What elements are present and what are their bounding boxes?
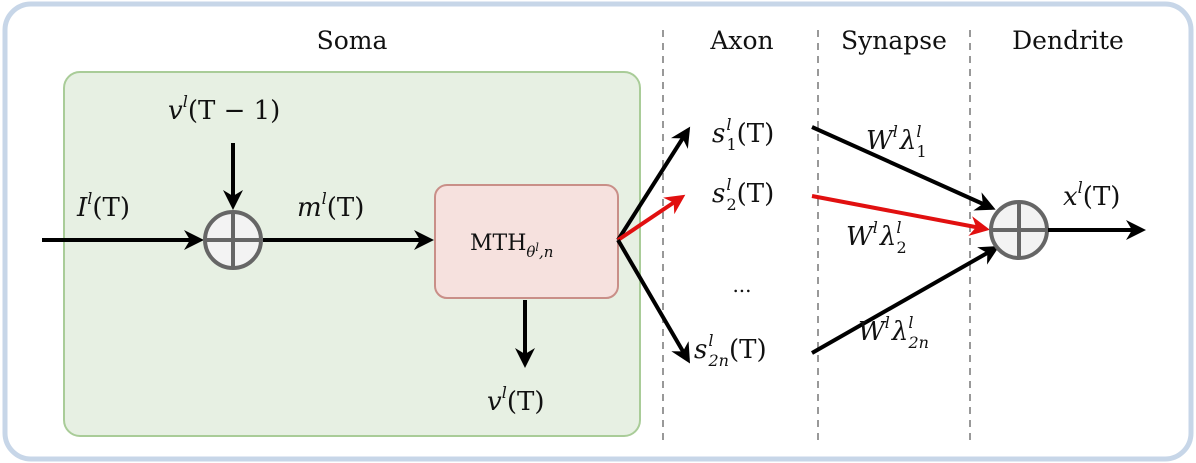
label-membrane: ml(T) (297, 189, 364, 223)
synapse2-arrow (811, 194, 990, 236)
synapse2n-arrow (811, 246, 1000, 355)
spike1-arrow (616, 126, 691, 242)
soma-region (63, 71, 641, 437)
label-input: Il(T) (76, 189, 130, 223)
spike2-arrow (616, 194, 686, 242)
label-ellipsis: ... (732, 273, 751, 297)
adder-soma (203, 210, 263, 270)
mth-box (434, 184, 619, 299)
section-label-soma: Soma (317, 26, 388, 55)
section-label-synapse: Synapse (841, 26, 947, 55)
section-label-dendrite: Dendrite (1012, 26, 1124, 55)
spike2n-arrow (616, 238, 691, 364)
mth-label: MTHθl,n (470, 231, 553, 261)
adder-dendrite (989, 200, 1049, 260)
label-prev-potential: vl(T − 1) (168, 92, 280, 126)
section-label-axon: Axon (709, 26, 773, 55)
label-output: xl(T) (1063, 178, 1120, 212)
label-potential-out: vl(T) (487, 383, 544, 417)
synapse1-arrow (811, 125, 996, 211)
